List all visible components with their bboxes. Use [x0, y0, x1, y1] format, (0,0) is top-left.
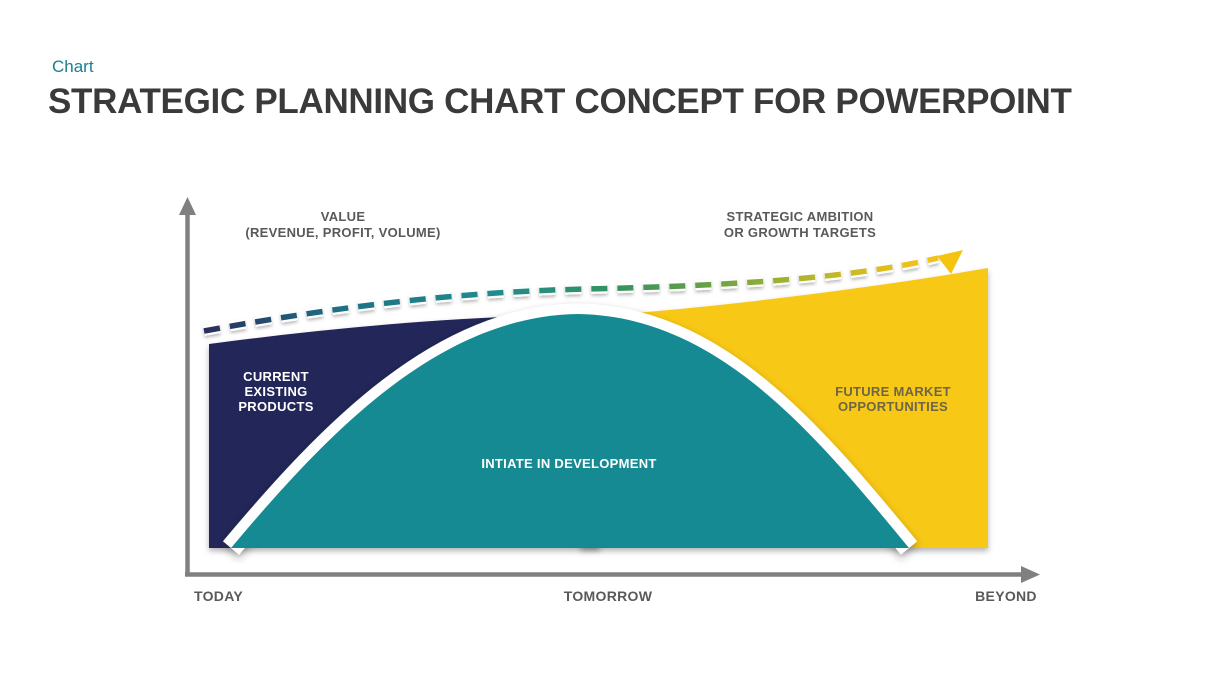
future-line1: FUTURE MARKET [835, 384, 951, 399]
current-line1: CURRENT [243, 369, 309, 384]
x-tick-tomorrow: TOMORROW [563, 588, 653, 604]
x-axis-arrow-icon [1021, 566, 1040, 583]
value-axis-title: VALUE (REVENUE, PROFIT, VOLUME) [245, 209, 440, 241]
current-line3: PRODUCTS [238, 399, 314, 414]
y-axis-arrow-icon [179, 197, 196, 215]
strategic-ambition-line2: OR GROWTH TARGETS [723, 225, 877, 240]
category-label: Chart [52, 57, 94, 76]
value-axis-title-line1: VALUE [320, 209, 366, 224]
value-axis-title-line2: (REVENUE, PROFIT, VOLUME) [245, 225, 441, 240]
current-line2: EXISTING [244, 384, 308, 399]
growth-curve-dashed-line [203, 255, 939, 334]
region-label-current-existing-products: CURRENT EXISTING PRODUCTS [238, 369, 313, 414]
x-tick-today: TODAY [194, 588, 243, 604]
future-line2: OPPORTUNITIES [837, 399, 949, 414]
region-label-future-market-opportunities: FUTURE MARKET OPPORTUNITIES [835, 384, 951, 414]
strategic-ambition-label: STRATEGIC AMBITION OR GROWTH TARGETS [724, 209, 876, 241]
area-intiate-in-development [231, 314, 909, 548]
growth-arrow-icon [937, 250, 963, 274]
axes [179, 197, 1040, 583]
development-line1: INTIATE IN DEVELOPMENT [481, 456, 657, 471]
strategic-ambition-line1: STRATEGIC AMBITION [726, 209, 874, 224]
slide-title: STRATEGIC PLANNING CHART CONCEPT FOR POW… [48, 82, 1072, 121]
x-tick-beyond: BEYOND [975, 588, 1037, 604]
region-label-intiate-in-development: INTIATE IN DEVELOPMENT [481, 456, 656, 471]
